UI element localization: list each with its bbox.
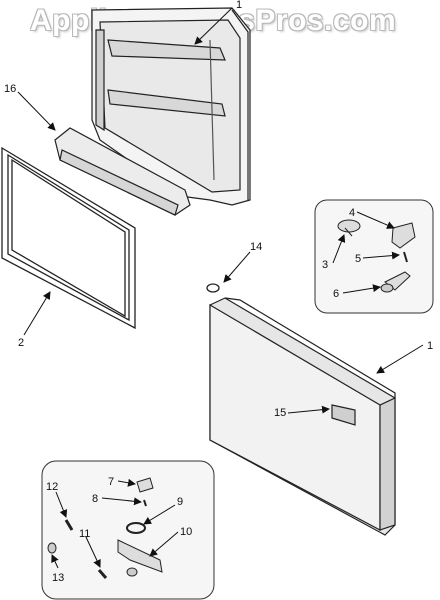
callout-1-top: 1 (236, 0, 242, 11)
washer-part-14 (206, 283, 220, 293)
door-bin (54, 127, 191, 216)
callout-11: 11 (79, 528, 90, 540)
leader-13 (51, 554, 59, 569)
callout-8: 8 (92, 493, 98, 505)
callout-7: 7 (108, 476, 114, 488)
leader-1-top (194, 7, 233, 45)
leader-14 (223, 251, 251, 283)
callout-6: 6 (333, 288, 339, 300)
callout-9: 9 (177, 496, 183, 508)
leader-4 (356, 211, 395, 229)
lower-hinge-panel (41, 460, 215, 600)
leader-16 (17, 91, 56, 131)
callout-10: 10 (180, 526, 192, 538)
leader-12 (55, 491, 68, 518)
callout-15: 15 (274, 407, 286, 419)
leader-lines (17, 7, 424, 569)
leader-7 (117, 478, 136, 487)
callout-16: 16 (4, 83, 16, 95)
leader-6 (342, 284, 381, 294)
callout-4: 4 (349, 207, 355, 219)
callout-12: 12 (46, 481, 58, 493)
leader-2 (23, 291, 51, 336)
door-gasket (1, 146, 136, 330)
upper-door-liner (91, 7, 251, 206)
leader-9 (143, 504, 176, 525)
callout-5: 5 (355, 253, 361, 265)
callout-14: 14 (250, 241, 262, 253)
leader-8 (101, 497, 142, 506)
leader-11 (85, 536, 101, 568)
lower-door (209, 297, 396, 536)
leader-1-right (376, 344, 424, 374)
leader-10 (149, 531, 179, 557)
callout-3: 3 (322, 259, 328, 271)
upper-hinge-panel (314, 199, 434, 314)
leader-15 (287, 405, 330, 414)
callout-13: 13 (52, 572, 64, 584)
leader-3 (332, 234, 346, 264)
callouts: 1 16 2 14 4 3 5 6 1 15 7 8 9 12 10 11 13 (4, 0, 433, 584)
callout-2: 2 (18, 337, 24, 349)
leader-5 (362, 251, 400, 260)
callout-1-right: 1 (427, 340, 433, 352)
